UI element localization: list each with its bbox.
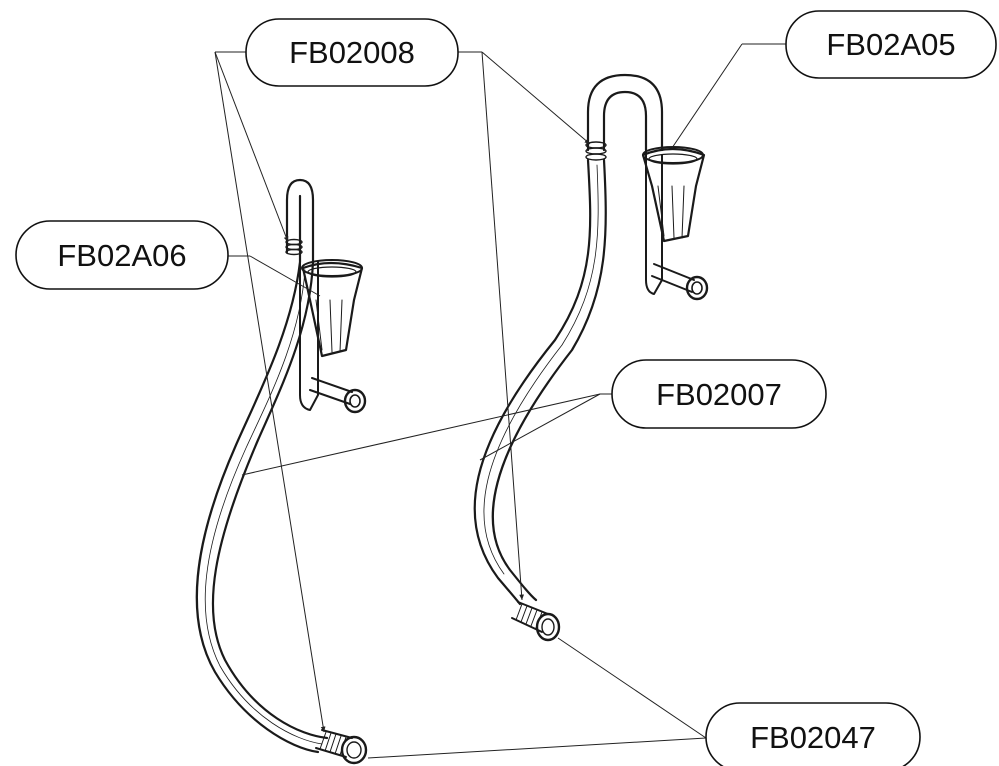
callout-fb02007-label: FB02007 — [656, 377, 782, 412]
callout-fb02047-label: FB02047 — [750, 720, 876, 755]
left-hose-end-fitting — [315, 729, 368, 765]
right-hose — [473, 73, 664, 606]
right-skimmer-unit — [641, 146, 709, 301]
left-hose — [195, 178, 329, 754]
callout-fb02047: FB02047 — [705, 702, 921, 766]
callout-fb02a05: FB02A05 — [785, 10, 997, 79]
callout-fb02a06: FB02A06 — [15, 220, 229, 290]
callout-fb02a05-label: FB02A05 — [826, 27, 955, 62]
callout-fb02a06-label: FB02A06 — [57, 238, 186, 273]
callout-fb02008: FB02008 — [245, 18, 459, 87]
right-hose-end-fitting — [511, 601, 561, 642]
callout-fb02008-label: FB02008 — [289, 35, 415, 70]
callout-fb02007: FB02007 — [611, 359, 827, 429]
leader-lines — [214, 43, 786, 759]
left-skimmer-unit — [299, 257, 367, 414]
